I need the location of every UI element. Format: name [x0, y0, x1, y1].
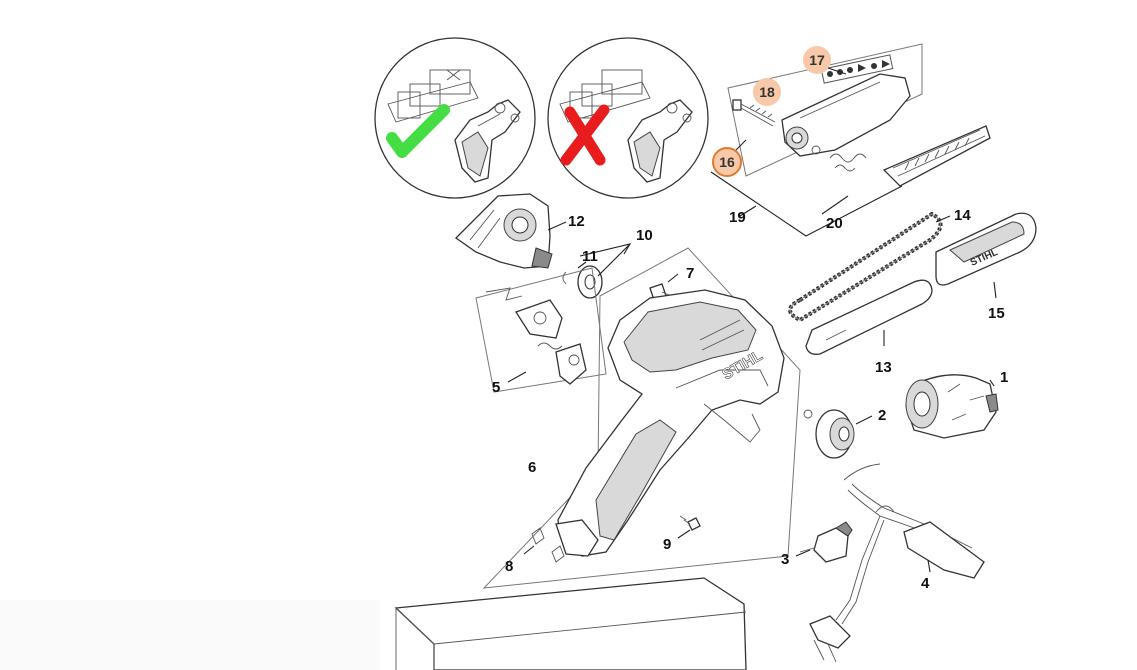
guide-bar-part[interactable]: [805, 279, 933, 355]
svg-text:17: 17: [809, 52, 825, 68]
label-6[interactable]: 6: [528, 459, 536, 476]
callout-17[interactable]: 17: [803, 46, 847, 75]
label-2[interactable]: 2: [878, 407, 886, 424]
cross-mark-icon: [560, 104, 610, 166]
handle-screw-part[interactable]: [679, 515, 701, 531]
label-11[interactable]: 11: [582, 248, 598, 265]
sprocket-cover-part[interactable]: [454, 193, 553, 269]
label-3[interactable]: 3: [781, 551, 789, 568]
kit-brackets: [710, 171, 903, 237]
battery-box-part[interactable]: [394, 577, 747, 670]
label-1[interactable]: 1: [1000, 369, 1008, 386]
check-mark-icon: [386, 104, 450, 158]
main-housing-part[interactable]: STIHL: [555, 289, 785, 557]
saw-chain-part[interactable]: [788, 211, 943, 323]
correct-installation-illustration: [374, 37, 536, 199]
label-7[interactable]: 7: [686, 265, 694, 282]
part-number-labels: 1 2 3 4 5 6 7 8 9 10 11 12 13 14 15 19 2…: [492, 207, 1008, 592]
correct-latch-part: [454, 99, 521, 183]
callout-16[interactable]: 16: [712, 147, 742, 177]
cover-kit-group: [727, 43, 923, 177]
label-4[interactable]: 4: [921, 575, 930, 592]
cover-screw-part[interactable]: [732, 99, 776, 127]
lower-left-shadow: [0, 600, 380, 670]
sprocket-part[interactable]: [562, 265, 603, 299]
label-9[interactable]: 9: [663, 536, 671, 553]
brake-band-part[interactable]: [485, 287, 587, 385]
svg-text:16: 16: [719, 154, 735, 170]
trigger-spring-part[interactable]: [531, 527, 565, 563]
brake-kit-group: [475, 267, 607, 393]
bar-cover-part[interactable]: STIHL: [935, 212, 1037, 286]
wrong-installation-illustration: [547, 37, 709, 199]
cover-spring-part[interactable]: [811, 145, 867, 172]
motor-part[interactable]: [905, 374, 999, 439]
drive-gear-part[interactable]: [803, 409, 855, 459]
callout-18[interactable]: 18: [753, 78, 781, 106]
label-20[interactable]: 20: [826, 215, 843, 232]
label-10[interactable]: 10: [636, 227, 653, 244]
label-19[interactable]: 19: [729, 209, 746, 226]
label-5[interactable]: 5: [492, 379, 500, 396]
trigger-switch-part[interactable]: [799, 521, 853, 563]
svg-text:18: 18: [759, 84, 775, 100]
wiring-harness-part[interactable]: [809, 463, 985, 663]
label-13[interactable]: 13: [875, 359, 892, 376]
label-14[interactable]: 14: [954, 207, 971, 224]
label-8[interactable]: 8: [505, 558, 513, 575]
chain-cover-part[interactable]: [781, 73, 911, 157]
bar-scabbard-part[interactable]: [882, 125, 991, 187]
label-12[interactable]: 12: [568, 213, 585, 230]
wrong-latch-part: [627, 99, 693, 183]
label-15[interactable]: 15: [988, 305, 1005, 322]
